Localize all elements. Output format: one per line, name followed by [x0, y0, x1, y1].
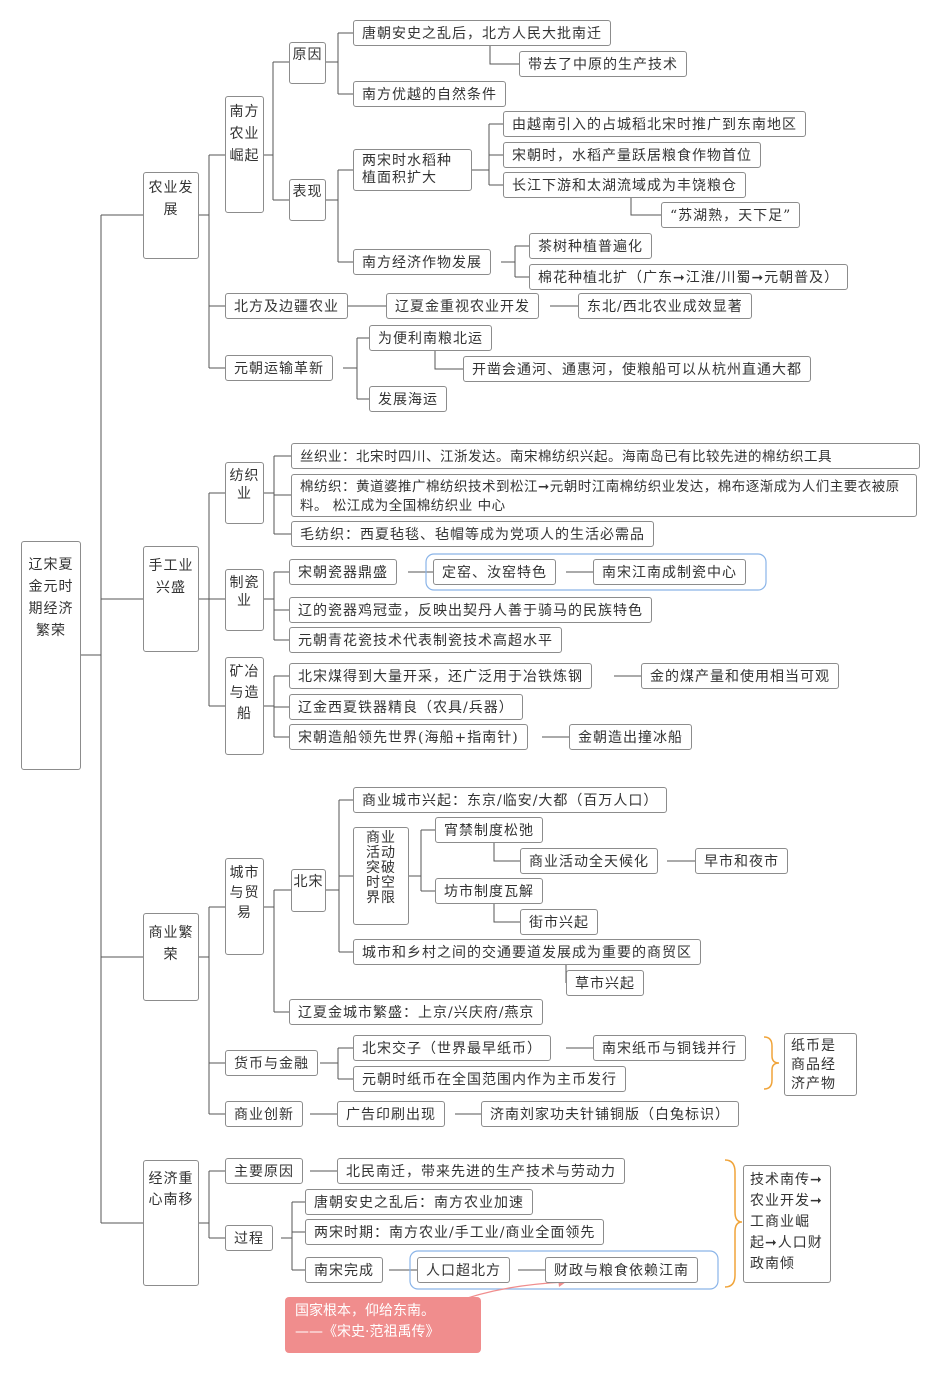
agri-reason-3[interactable]: 南方优越的自然条件: [353, 81, 506, 107]
craft-porcelain-1b[interactable]: 南宋江南成制瓷中心: [593, 559, 746, 585]
commerce-innov-node[interactable]: 商业创新: [225, 1101, 303, 1127]
craft-mining-3[interactable]: 宋朝造船领先世界(海船+指南针): [289, 724, 528, 750]
shift-note[interactable]: 技术南传➞农业开发➞工商业崛起➞人口财政南倾: [743, 1165, 831, 1283]
commerce-node[interactable]: 商业繁荣: [143, 913, 199, 1001]
agri-crop-2[interactable]: 棉花种植北扩（广东➞江淮/川蜀➞元朝普及）: [529, 264, 849, 290]
commerce-act-1b[interactable]: 早市和夜市: [695, 848, 788, 874]
shift-process-3a[interactable]: 人口超北方: [417, 1257, 510, 1283]
agri-north-1[interactable]: 辽夏金重视农业开发: [386, 293, 539, 319]
commerce-act-1[interactable]: 宵禁制度松弛: [435, 817, 543, 843]
agri-crop-1[interactable]: 茶树种植普遍化: [529, 233, 652, 259]
agri-rice-4[interactable]: “苏湖熟，天下足”: [661, 202, 801, 228]
agri-show-node[interactable]: 表现: [289, 179, 326, 221]
craft-porcelain-1[interactable]: 宋朝瓷器鼎盛: [289, 559, 397, 585]
agri-reason-2[interactable]: 带去了中原的生产技术: [519, 51, 687, 77]
commerce-act-2[interactable]: 坊市制度瓦解: [435, 878, 543, 904]
root-node[interactable]: 辽宋夏金元时期经济繁荣: [21, 541, 81, 770]
agri-yuan-2[interactable]: 开凿会通河、通惠河，使粮船可以从杭州直通大都: [463, 356, 811, 382]
quote-line-2: ——《宋史·范祖禹传》: [295, 1324, 440, 1340]
agri-yuan-3[interactable]: 发展海运: [369, 386, 447, 412]
agri-crop-node[interactable]: 南方经济作物发展: [353, 249, 491, 275]
craft-mining-node[interactable]: 矿冶与造船: [225, 657, 264, 755]
agri-south-node[interactable]: 南方农业崛起: [225, 96, 264, 213]
commerce-money-node[interactable]: 货币与金融: [225, 1050, 318, 1076]
commerce-money-1a[interactable]: 南宋纸币与铜钱并行: [593, 1035, 746, 1061]
agri-yuan-1[interactable]: 为便利南粮北运: [369, 325, 492, 351]
commerce-act-2a[interactable]: 街市兴起: [520, 909, 598, 935]
craft-mining-3a[interactable]: 金朝造出撞冰船: [569, 724, 692, 750]
shift-reason-node[interactable]: 主要原因: [225, 1158, 303, 1184]
agri-rice-1[interactable]: 由越南引入的占城稻北宋时推广到东南地区: [503, 111, 806, 137]
commerce-innov-1[interactable]: 广告印刷出现: [337, 1101, 445, 1127]
agri-north-node[interactable]: 北方及边疆农业: [225, 293, 348, 319]
agri-north-2[interactable]: 东北/西北农业成效显著: [578, 293, 752, 319]
craft-mining-1[interactable]: 北宋煤得到大量开采，还广泛用于冶铁炼钢: [289, 663, 592, 689]
commerce-money-note[interactable]: 纸币是商品经济产物: [784, 1033, 857, 1096]
commerce-innov-2[interactable]: 济南刘家功夫针铺铜版（白兔标识）: [481, 1101, 739, 1127]
commerce-bs-3a[interactable]: 草市兴起: [566, 970, 644, 996]
craft-textile-node[interactable]: 纺织业: [225, 462, 264, 524]
agri-rice-2[interactable]: 宋朝时，水稻产量跃居粮食作物首位: [503, 142, 761, 168]
craft-node[interactable]: 手工业兴盛: [143, 546, 199, 652]
agri-reason-node[interactable]: 原因: [289, 42, 326, 84]
agri-yuan-node[interactable]: 元朝运输革新: [225, 355, 333, 381]
shift-process-2[interactable]: 两宋时期：南方农业/手工业/商业全面领先: [305, 1219, 605, 1245]
quote-callout[interactable]: 国家根本，仰给东南。 ——《宋史·范祖禹传》: [285, 1297, 481, 1353]
commerce-money-2[interactable]: 元朝时纸币在全国范围内作为主币发行: [353, 1066, 626, 1092]
craft-mining-1a[interactable]: 金的煤产量和使用相当可观: [641, 663, 839, 689]
shift-node[interactable]: 经济重心南移: [143, 1160, 199, 1286]
agri-node[interactable]: 农业发展: [143, 172, 199, 259]
commerce-bs-1[interactable]: 商业城市兴起：东京/临安/大都（百万人口）: [353, 787, 668, 813]
shift-process-node[interactable]: 过程: [225, 1225, 273, 1251]
commerce-city-node[interactable]: 城市与贸易: [225, 858, 264, 955]
craft-mining-2[interactable]: 辽金西夏铁器精良（农具/兵器）: [289, 694, 523, 720]
agri-rice-3[interactable]: 长江下游和太湖流域成为丰饶粮仓: [503, 172, 746, 198]
shift-reason-1[interactable]: 北民南迁，带来先进的生产技术与劳动力: [337, 1158, 625, 1184]
commerce-money-1[interactable]: 北宋交子（世界最早纸币）: [353, 1035, 551, 1061]
craft-porcelain-2[interactable]: 辽的瓷器鸡冠壶，反映出契丹人善于骑马的民族特色: [289, 597, 652, 623]
commerce-act-node[interactable]: 商业活动突破时空界限: [353, 827, 409, 925]
craft-textile-1[interactable]: 丝织业：北宋时四川、江浙发达。南宋棉纺织兴起。海南岛已有比较先进的棉纺织工具: [291, 443, 920, 469]
agri-reason-1[interactable]: 唐朝安史之乱后，北方人民大批南迁: [353, 20, 611, 46]
craft-porcelain-1a[interactable]: 定窑、汝窑特色: [433, 559, 556, 585]
shift-process-3[interactable]: 南宋完成: [305, 1257, 383, 1283]
agri-rice-node[interactable]: 两宋时水稻种植面积扩大: [353, 149, 472, 191]
quote-line-1: 国家根本，仰给东南。: [295, 1303, 435, 1319]
commerce-act-1a[interactable]: 商业活动全天候化: [520, 848, 658, 874]
shift-process-1[interactable]: 唐朝安史之乱后：南方农业加速: [305, 1189, 533, 1215]
craft-textile-3[interactable]: 毛纺织：西夏毡毯、毡帽等成为党项人的生活必需品: [291, 521, 654, 547]
commerce-bs-3[interactable]: 城市和乡村之间的交通要道发展成为重要的商贸区: [353, 939, 701, 965]
commerce-bs-node[interactable]: 北宋: [291, 869, 326, 912]
shift-process-3b[interactable]: 财政与粮食依赖江南: [545, 1257, 698, 1283]
commerce-lj-node[interactable]: 辽夏金城市繁盛：上京/兴庆府/燕京: [289, 999, 544, 1025]
craft-textile-2[interactable]: 棉纺织：黄道婆推广棉纺织技术到松江➞元朝时江南棉纺织业发达，棉布逐渐成为人们主要…: [291, 474, 917, 517]
craft-porcelain-node[interactable]: 制瓷业: [225, 569, 264, 631]
craft-porcelain-3[interactable]: 元朝青花瓷技术代表制瓷技术高超水平: [289, 627, 562, 653]
